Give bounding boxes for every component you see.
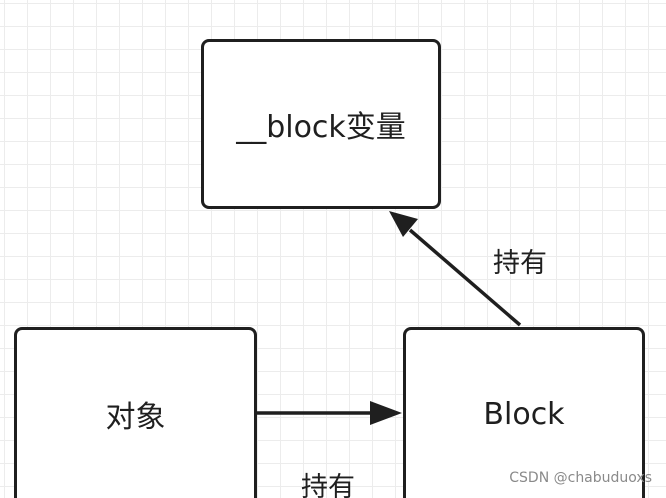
watermark: CSDN @chabuduoxs	[509, 470, 652, 486]
arrow-block-to-block-variable	[389, 211, 522, 327]
node-object: 对象	[14, 327, 257, 498]
node-block-variable-label: __block变量	[236, 110, 406, 145]
node-block-variable: __block变量	[201, 39, 441, 209]
node-block-label: Block	[483, 396, 565, 432]
edge-label-object-to-block: 持有	[301, 472, 355, 498]
arrow-object-to-block	[257, 401, 402, 425]
node-block: Block	[403, 327, 645, 498]
node-object-label: 对象	[105, 400, 166, 435]
edge-label-block-to-block-variable: 持有	[493, 248, 547, 279]
